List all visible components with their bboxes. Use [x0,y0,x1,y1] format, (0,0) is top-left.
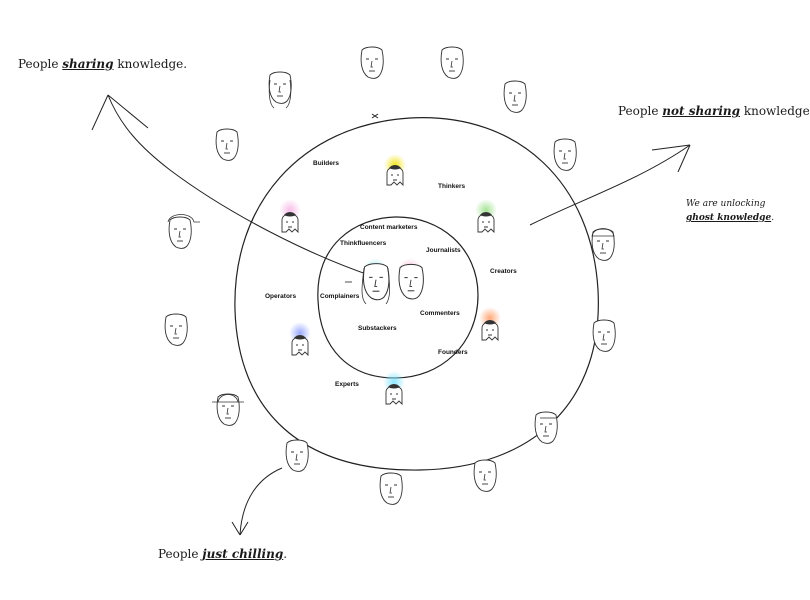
caption-not-sharing: People not sharing knowledge. [618,104,810,118]
inner-circle [317,216,479,379]
label-commenters: Commenters [420,310,460,317]
arrow-chilling [239,467,283,536]
label-content-marketers: Content marketers [360,224,418,231]
label-complainers: Complainers [320,293,360,300]
ghost-pink [279,199,301,233]
person-face [503,80,527,113]
ghost-cyan [383,371,405,405]
label-thinkfluencers: Thinkfluencers [340,240,387,247]
person-face [360,46,384,79]
person-face [553,138,577,171]
label-founders: Founders [438,349,468,356]
person-face [592,319,616,352]
ghost-yellow [384,154,406,186]
center-face-left [361,258,391,305]
label-journalists: Journalists [426,247,461,254]
label-thinkers: Thinkers [438,183,466,190]
person-face [268,71,292,109]
arrow-not-sharing [529,144,691,226]
ghost-green [475,199,497,233]
ghost-blue [289,322,311,356]
label-experts: Experts [335,381,359,388]
outer-circle [234,117,599,471]
person-face [473,459,497,492]
person-face [167,214,200,249]
arrow-sharing [107,94,373,277]
person-face [591,228,615,261]
person-face [215,128,239,161]
label-substackers: Substackers [358,325,397,332]
person-face [379,472,403,505]
label-operators: Operators [265,293,297,300]
person-face [285,439,309,472]
caption-sharing: People sharing knowledge. [18,57,188,71]
person-face [212,393,244,426]
person-face [440,46,464,79]
person-face [534,411,558,444]
label-creators: Creators [490,268,517,275]
label-builders: Builders [313,160,340,167]
note-ghost-knowledge: We are unlocking ghost knowledge. [686,199,775,223]
ghost-orange [479,307,501,341]
center-face-right [398,258,424,300]
caption-chilling: People just chilling. [158,547,288,561]
person-face [164,313,188,346]
